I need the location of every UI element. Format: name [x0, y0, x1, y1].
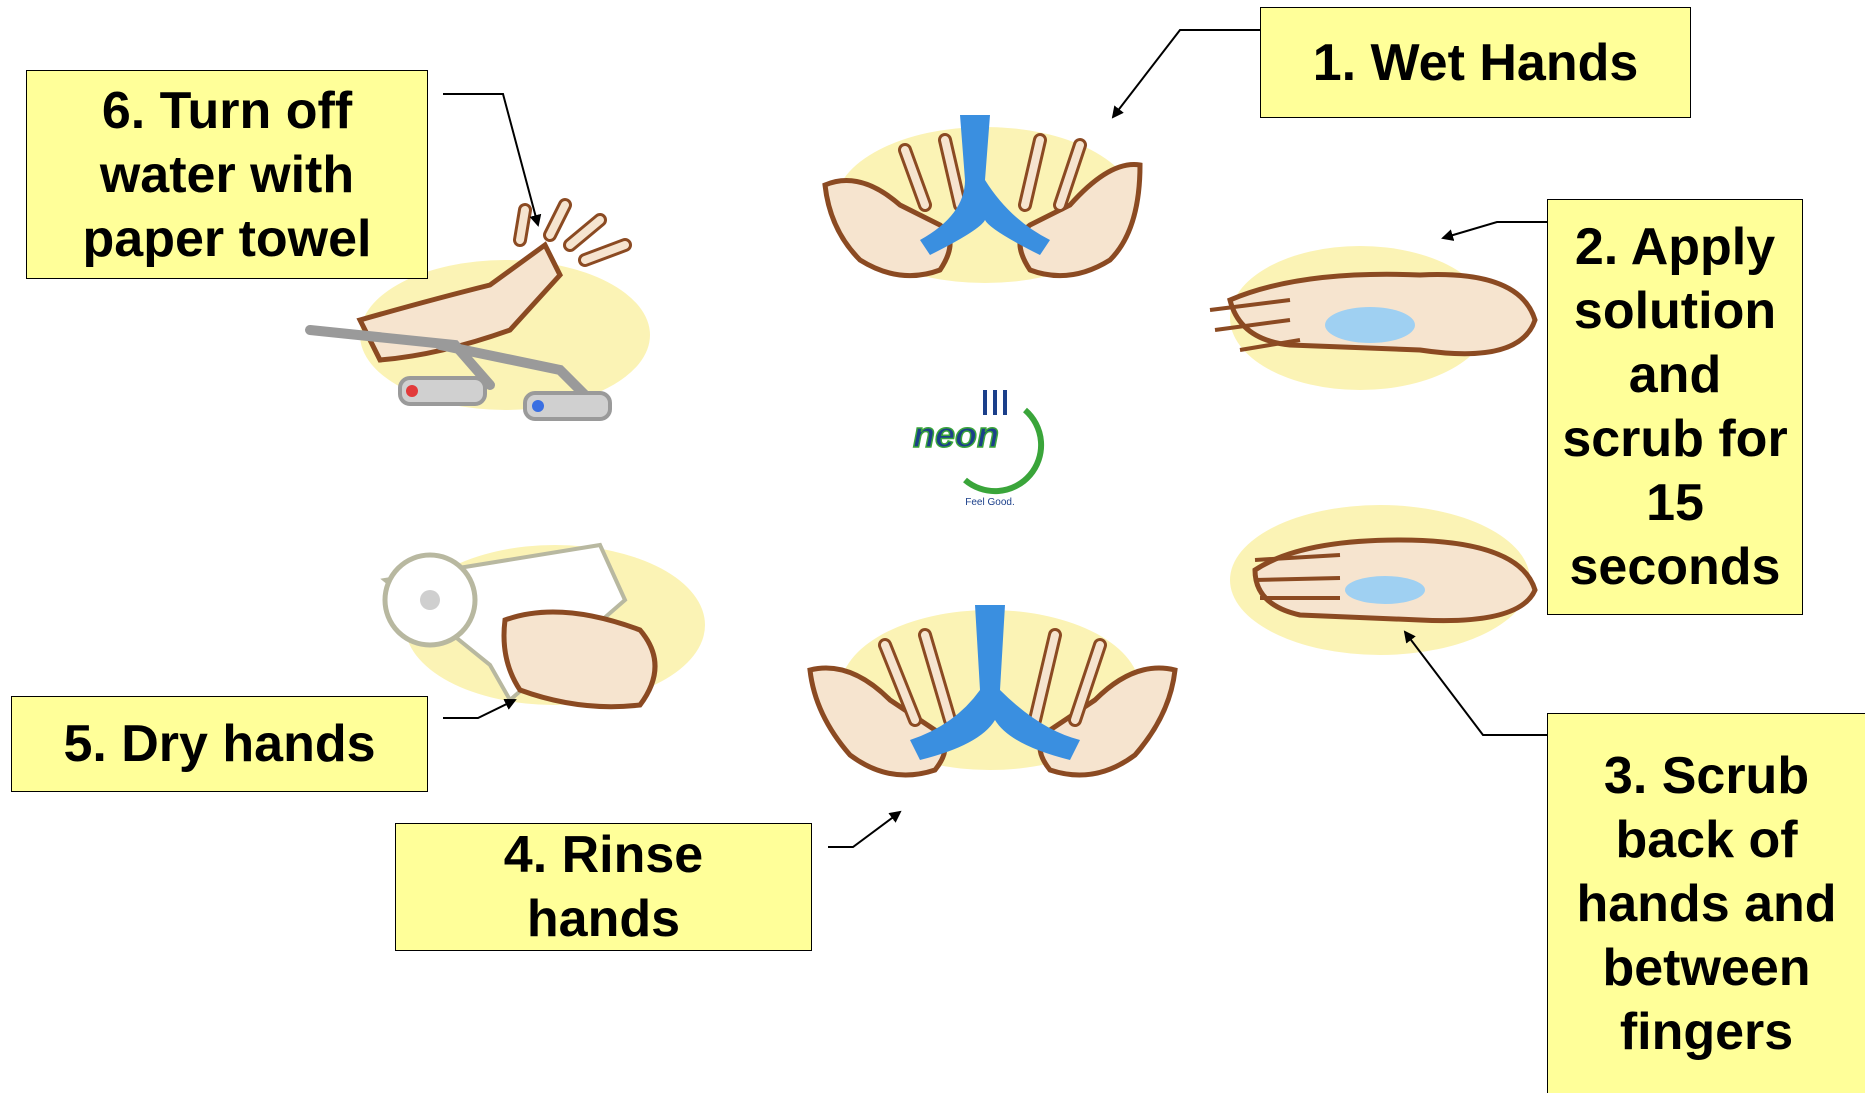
arrow-step-2: [1443, 222, 1547, 238]
step-1-wet-hands-box: 1. Wet Hands: [1260, 7, 1691, 118]
step-2-apply-solution-box: 2. Apply solution and scrub for 15 secon…: [1547, 199, 1803, 615]
step-6-turn-off-water-box: 6. Turn off water with paper towel: [26, 70, 428, 279]
arrow-step-6: [443, 94, 538, 225]
arrow-step-1: [1113, 30, 1260, 117]
arrow-step-3: [1405, 632, 1547, 735]
neon-logo-mark: neon: [905, 385, 1075, 515]
step-5-dry-hands-box: 5. Dry hands: [11, 696, 428, 792]
neon-logo: neon: [905, 385, 1075, 515]
arrow-step-5: [443, 700, 515, 718]
neon-wordmark: neon: [913, 414, 999, 455]
step-4-rinse-hands-box: 4. Rinse hands: [395, 823, 812, 951]
logo-tagline: Feel Good.: [930, 497, 1050, 508]
step-3-scrub-back-box: 3. Scrub back of hands and between finge…: [1547, 713, 1865, 1093]
arrow-step-4: [828, 812, 900, 847]
